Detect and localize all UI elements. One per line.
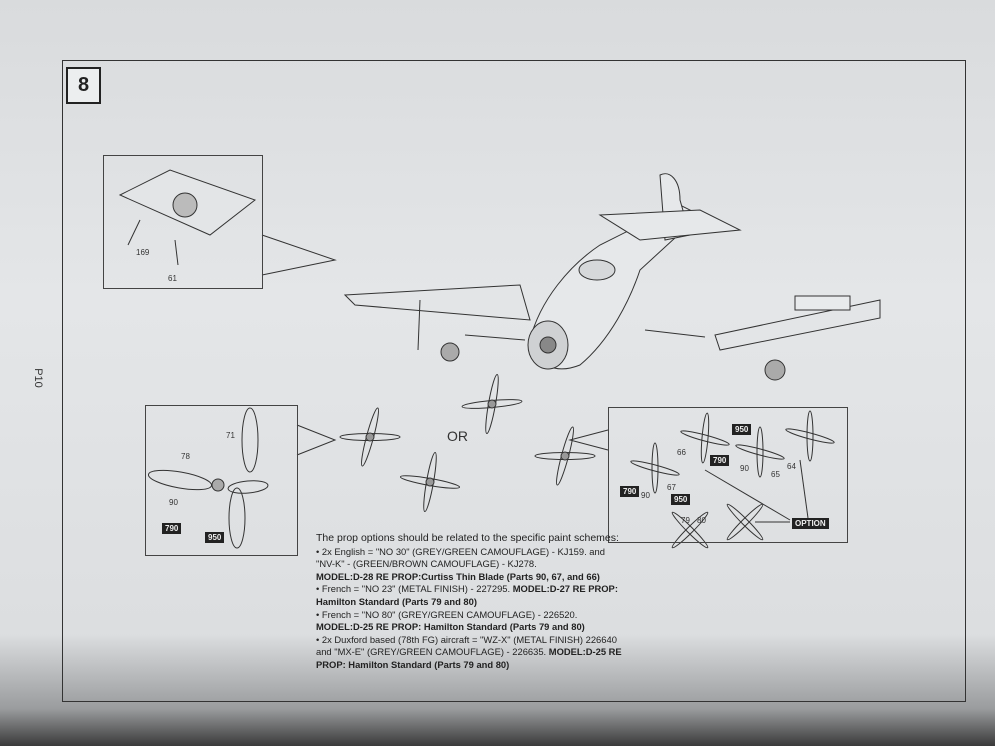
note-line: • French = "NO 23" (METAL FINISH) - 2272…	[316, 583, 626, 596]
wheel-well-detail	[118, 169, 257, 266]
inset-propeller-detail: 71 78 90 790 950	[145, 405, 298, 556]
step-number: 8	[66, 67, 101, 104]
left-wing	[343, 284, 531, 362]
note-line: • 2x Duxford based (78th FG) aircraft = …	[316, 633, 617, 645]
part-label: 71	[226, 431, 235, 440]
page-frame	[62, 60, 966, 702]
propeller-options	[147, 373, 835, 549]
paint-tag: 790	[162, 523, 182, 534]
note-model: PROP: Hamilton Standard (Parts 79 and 80…	[316, 658, 510, 670]
paint-tag: 790	[710, 455, 730, 466]
part-label: 79	[681, 516, 690, 525]
paint-tag: 950	[732, 424, 752, 435]
note-text: • French = "NO 23" (METAL FINISH) - 2272…	[316, 583, 513, 595]
inset-wheel-well: 169 61	[103, 155, 263, 289]
part-label: 90	[740, 464, 749, 473]
right-wing	[644, 295, 881, 381]
note-text: and "MX-E" (GREY/GREEN CAMOUFLAGE) - 226…	[316, 646, 549, 658]
part-label: 78	[181, 452, 190, 461]
inset-prop-options: 66 67 90 65 64 90 79 80 950 790 790 950 …	[608, 407, 848, 543]
part-label: 67	[667, 483, 676, 492]
aircraft-fuselage	[527, 173, 742, 370]
note-model: MODEL:D-28 RE PROP:Curtiss Thin Blade (P…	[316, 570, 600, 582]
part-label: 90	[641, 491, 650, 500]
note-line: • 2x English = "NO 30" (GREY/GREEN CAMOU…	[316, 545, 605, 557]
option-tag: OPTION	[792, 518, 829, 529]
part-label: 90	[169, 498, 178, 507]
part-label: 169	[136, 248, 150, 257]
note-model: MODEL:D-25 RE PROP: Hamilton Standard (P…	[316, 621, 585, 633]
note-line: and "MX-E" (GREY/GREEN CAMOUFLAGE) - 226…	[316, 646, 626, 659]
callout-pointer	[261, 234, 609, 456]
note-line: "NV-K" - (GREEN/BROWN CAMOUFLAGE) - KJ27…	[316, 558, 537, 570]
note-model: MODEL:D-27 RE PROP:	[512, 583, 618, 595]
paint-tag: 950	[671, 494, 691, 505]
note-model: MODEL:D-25 RE	[548, 646, 622, 658]
part-label: 65	[771, 470, 780, 479]
notes-intro: The prop options should be related to th…	[316, 532, 619, 544]
paint-tag: 950	[205, 532, 225, 543]
note-model: Hamilton Standard (Parts 79 and 80)	[316, 595, 477, 607]
part-label: 80	[697, 516, 706, 525]
or-label: OR	[447, 428, 468, 444]
part-label: 64	[787, 462, 796, 471]
part-label: 61	[168, 274, 177, 283]
part-label: 66	[677, 448, 686, 457]
prop-options-notes: The prop options should be related to th…	[316, 532, 626, 672]
paint-tag: 790	[620, 486, 640, 497]
note-line: • French = "NO 80" (GREY/GREEN CAMOUFLAG…	[316, 608, 578, 620]
